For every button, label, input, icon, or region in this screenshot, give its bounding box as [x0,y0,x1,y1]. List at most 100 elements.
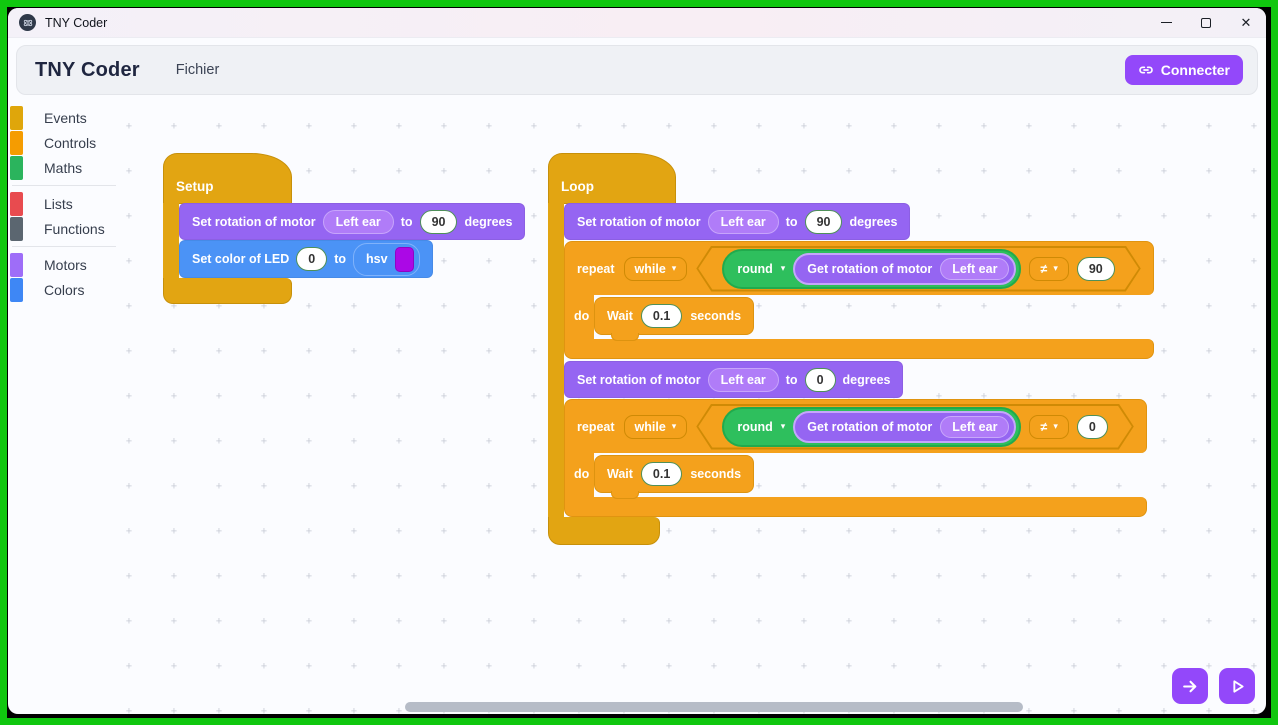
send-button[interactable] [1172,668,1208,704]
category-color-chip [10,277,23,302]
dropdown-caret-icon: ▾ [671,263,677,273]
block-label: Set color of LED [192,252,290,266]
app-logo-icon [19,14,36,31]
wait-unit-label: seconds [690,309,742,323]
block-label: Set rotation of motor [577,214,701,229]
compare-value-field[interactable]: 90 [1077,257,1115,281]
to-label: to [400,214,413,229]
unit-label: degrees [842,372,891,387]
setup-spine [163,203,179,279]
repeat-while-block[interactable]: repeat while ▾ round ▾ Get rotation of m… [564,241,1154,359]
repeat-header: repeat while ▾ round ▾ Get rotation of m… [564,241,1154,295]
angle-value-field[interactable]: 0 [804,367,836,392]
repeat-label: repeat [577,419,615,434]
run-button[interactable] [1219,668,1255,704]
wait-value-field[interactable]: 0.1 [640,304,683,328]
set-rotation-motor-block[interactable]: Set rotation of motor Left ear to 90 deg… [179,203,526,240]
dropdown-caret-icon: ▾ [1053,263,1058,273]
operator-dropdown[interactable]: ≠ ▾ [1029,257,1068,281]
category-color-chip [10,130,23,155]
wait-value-field[interactable]: 0.1 [640,462,683,486]
toolbox-category-lists[interactable]: Lists [10,191,128,216]
repeat-while-block[interactable]: repeat while ▾ round ▾ Get rotation of m… [564,399,1147,517]
category-label: Colors [44,281,85,298]
led-index-field[interactable]: 0 [296,247,328,271]
condition-compare-block[interactable]: round ▾ Get rotation of motor Left ear ≠… [696,404,1133,450]
condition-compare-block[interactable]: round ▾ Get rotation of motor Left ear ≠… [696,246,1140,292]
motor-select-field[interactable]: Left ear [940,416,1009,438]
round-label: round [737,419,773,434]
set-rotation-motor-block[interactable]: Set rotation of motor Left ear to 90 deg… [564,203,911,240]
wait-block[interactable]: Wait 0.1 seconds [594,297,755,341]
repeat-mode-dropdown[interactable]: while ▾ [623,414,688,439]
brand-title: TNY Coder [35,58,140,81]
motor-select-field[interactable]: Left ear [940,258,1009,280]
maximize-button[interactable] [1186,8,1226,37]
menu-fichier[interactable]: Fichier [175,62,220,78]
window-title: TNY Coder [45,15,108,30]
set-rotation-motor-block[interactable]: Set rotation of motor Left ear to 0 degr… [564,361,904,398]
category-color-chip [10,105,23,130]
minimize-icon [1160,21,1172,24]
loop-hat-block[interactable]: Loop [548,153,676,204]
toolbox-category-colors[interactable]: Colors [10,277,128,302]
mode-label: while [634,261,666,276]
toolbox-category-maths[interactable]: Maths [10,155,128,180]
hsv-label: hsv [366,252,388,266]
round-block[interactable]: round ▾ Get rotation of motor Left ear [722,407,1021,447]
titlebar: TNY Coder ✕ [8,8,1266,38]
repeat-foot [564,339,1154,359]
mode-label: while [634,419,666,434]
arrow-right-icon [1181,677,1200,696]
loop-foot [548,517,660,545]
do-label: do [574,467,590,481]
to-label: to [785,214,798,229]
unit-label: degrees [464,214,513,229]
color-mode-field[interactable]: hsv [353,242,420,276]
hat-label: Loop [561,179,594,194]
compare-value-field[interactable]: 0 [1077,415,1108,439]
connect-label: Connecter [1160,62,1230,78]
horizontal-scrollbar[interactable] [405,702,1023,712]
motor-select-field[interactable]: Left ear [707,209,779,234]
do-spine: do [564,453,594,497]
operator-dropdown[interactable]: ≠ ▾ [1029,415,1068,439]
maximize-icon [1201,17,1211,28]
category-label: Maths [44,159,83,176]
toolbox-category-functions[interactable]: Functions [10,216,128,241]
color-swatch[interactable] [394,246,414,272]
repeat-foot [564,497,1147,517]
repeat-mode-dropdown[interactable]: while ▾ [623,256,688,281]
link-icon [1138,62,1154,78]
play-icon [1228,677,1247,696]
close-button[interactable]: ✕ [1226,8,1266,37]
angle-value-field[interactable]: 90 [419,209,458,234]
setup-hat-block[interactable]: Setup [163,153,292,204]
get-rotation-block[interactable]: Get rotation of motor Left ear [793,411,1016,443]
toolbox-category-motors[interactable]: Motors [10,252,128,277]
wait-block[interactable]: Wait 0.1 seconds [594,455,755,499]
get-rotation-block[interactable]: Get rotation of motor Left ear [793,253,1016,285]
workspace[interactable]: ++++++++++++++++++++++++++++++++++++++++… [8,95,1266,714]
round-block[interactable]: round ▾ Get rotation of motor Left ear [722,249,1021,289]
dropdown-caret-icon: ▾ [780,263,786,273]
do-spine: do [564,295,594,339]
toolbox-category-events[interactable]: Events [10,105,128,130]
app-header: TNY Coder Fichier Connecter [16,45,1258,95]
category-label: Events [44,109,87,126]
angle-value-field[interactable]: 90 [804,209,843,234]
wait-unit-label: seconds [690,467,742,481]
hat-label: Setup [176,179,214,194]
motor-select-field[interactable]: Left ear [322,209,394,234]
category-color-chip [10,252,23,277]
wait-label: Wait [607,467,633,481]
round-label: round [737,261,773,276]
category-color-chip [10,216,23,241]
category-label: Controls [44,134,97,151]
toolbox-category-controls[interactable]: Controls [10,130,128,155]
minimize-button[interactable] [1146,8,1186,37]
wait-label: Wait [607,309,633,323]
set-color-led-block[interactable]: Set color of LED 0 to hsv [179,240,433,278]
connect-button[interactable]: Connecter [1124,55,1243,85]
motor-select-field[interactable]: Left ear [707,367,779,392]
